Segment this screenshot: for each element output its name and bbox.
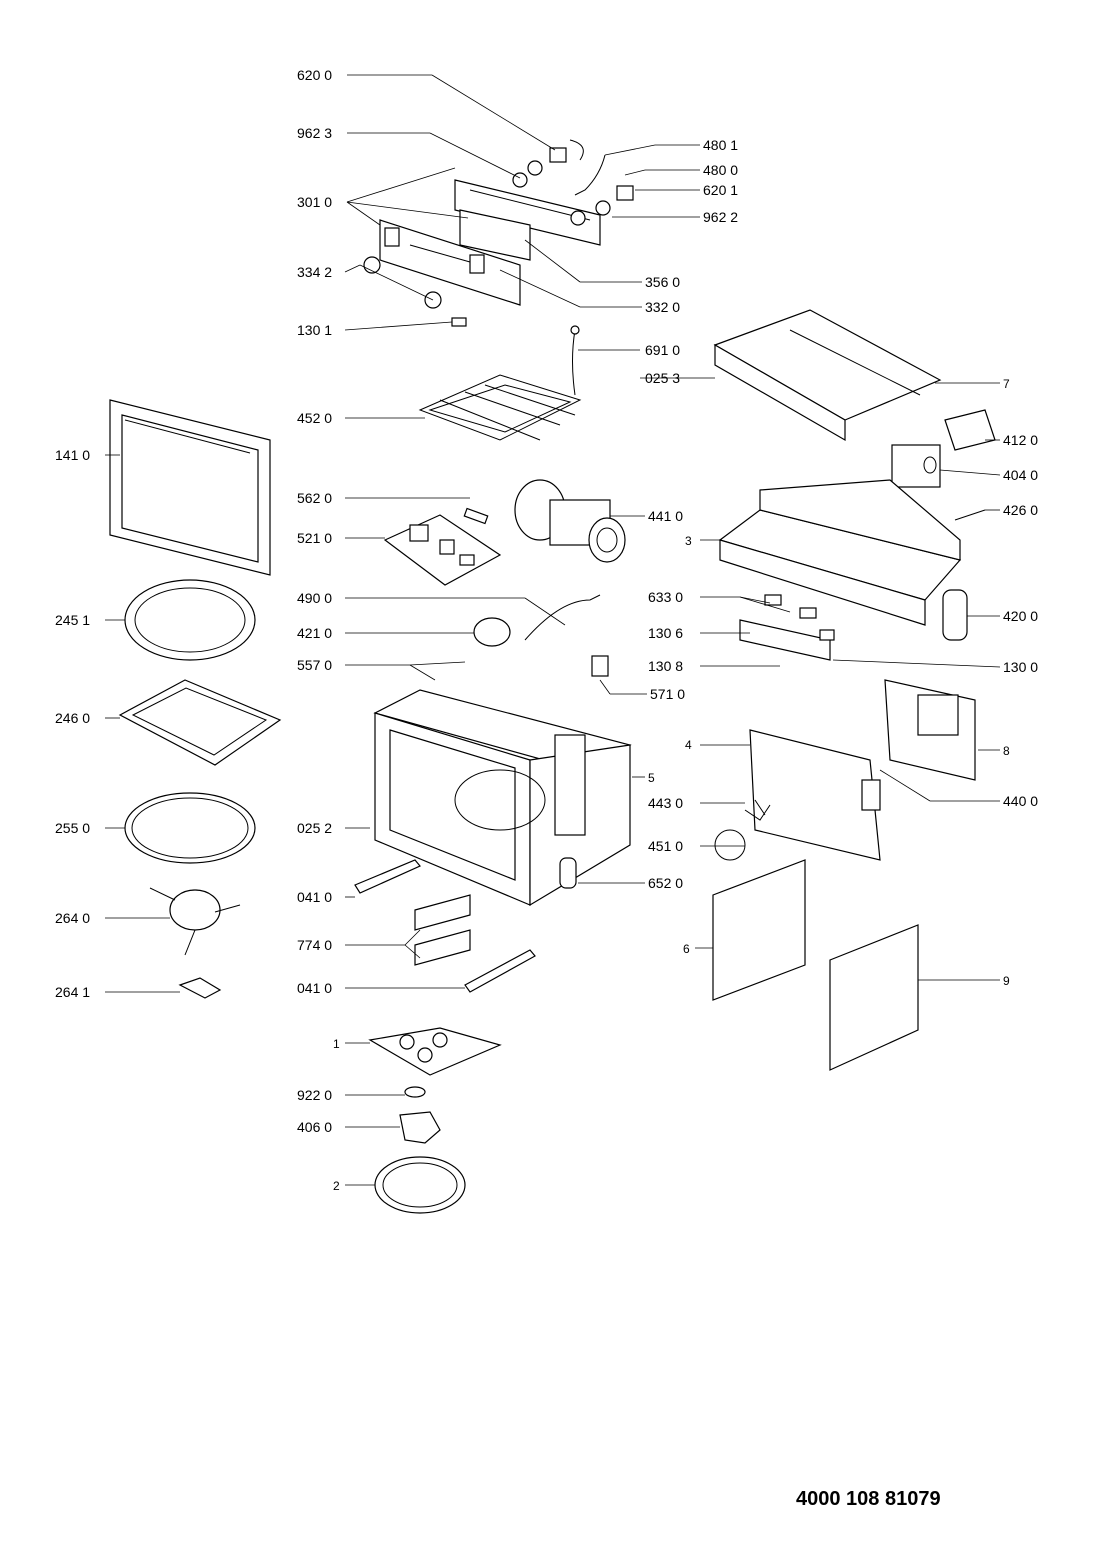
accessories <box>118 579 282 999</box>
label-562-0: 562 0 <box>297 490 332 506</box>
label-774-0: 774 0 <box>297 937 332 953</box>
magnetron-transformer <box>891 409 996 488</box>
label-4: 4 <box>685 738 692 752</box>
label-557-0: 557 0 <box>297 657 332 673</box>
label-334-2: 334 2 <box>297 264 332 280</box>
oven-cavity <box>373 689 632 907</box>
label-7: 7 <box>1003 377 1010 391</box>
label-332-0: 332 0 <box>645 299 680 315</box>
label-962-2: 962 2 <box>703 209 738 225</box>
label-451-0: 451 0 <box>648 838 683 854</box>
label-406-0: 406 0 <box>297 1119 332 1135</box>
label-041-0-upper: 041 0 <box>297 889 332 905</box>
label-246-0: 246 0 <box>55 710 90 726</box>
leader-lines <box>105 74 1001 1186</box>
label-420-0: 420 0 <box>1003 608 1038 624</box>
document-number: 4000 108 81079 <box>796 1488 941 1510</box>
label-3: 3 <box>685 534 692 548</box>
label-5: 5 <box>648 771 655 785</box>
label-301-0: 301 0 <box>297 194 332 210</box>
label-130-6: 130 6 <box>648 625 683 641</box>
side-door-assembly <box>714 679 976 861</box>
label-025-2: 025 2 <box>297 820 332 836</box>
side-panels <box>712 859 919 1071</box>
label-620-1: 620 1 <box>703 182 738 198</box>
label-480-1: 480 1 <box>703 137 738 153</box>
fan-motor-assembly <box>514 479 626 563</box>
label-571-0: 571 0 <box>650 686 685 702</box>
label-421-0: 421 0 <box>297 625 332 641</box>
label-620-0: 620 0 <box>297 67 332 83</box>
circuit-board <box>383 507 502 586</box>
label-440-0: 440 0 <box>1003 793 1038 809</box>
label-404-0: 404 0 <box>1003 467 1038 483</box>
label-130-0: 130 0 <box>1003 659 1038 675</box>
label-633-0: 633 0 <box>648 589 683 605</box>
label-452-0: 452 0 <box>297 410 332 426</box>
label-412-0: 412 0 <box>1003 432 1038 448</box>
label-130-1: 130 1 <box>297 322 332 338</box>
heating-element-grill <box>418 325 582 441</box>
top-cover-panel <box>713 309 942 442</box>
label-8: 8 <box>1003 744 1010 758</box>
label-490-0: 490 0 <box>297 590 332 606</box>
label-962-3: 962 3 <box>297 125 332 141</box>
label-264-1: 264 1 <box>55 984 90 1000</box>
label-691-0: 691 0 <box>645 342 680 358</box>
label-922-0: 922 0 <box>297 1087 332 1103</box>
label-480-0: 480 0 <box>703 162 738 178</box>
label-652-0: 652 0 <box>648 875 683 891</box>
label-6: 6 <box>683 942 690 956</box>
part-labels: 620 0 962 3 480 1 480 0 620 1 301 0 962 … <box>55 67 1038 1193</box>
label-141-0: 141 0 <box>55 447 90 463</box>
control-panel-assembly <box>363 139 634 327</box>
label-441-0: 441 0 <box>648 508 683 524</box>
label-245-1: 245 1 <box>55 612 90 628</box>
label-255-0: 255 0 <box>55 820 90 836</box>
label-426-0: 426 0 <box>1003 502 1038 518</box>
oven-door-frame <box>109 399 271 576</box>
label-2: 2 <box>333 1179 340 1193</box>
capacitor-and-switches <box>473 589 968 677</box>
label-130-8: 130 8 <box>648 658 683 674</box>
label-025-3: 025 3 <box>645 370 680 386</box>
lower-parts <box>354 857 577 1214</box>
label-443-0: 443 0 <box>648 795 683 811</box>
label-264-0: 264 0 <box>55 910 90 926</box>
label-041-0-lower: 041 0 <box>297 980 332 996</box>
label-1: 1 <box>333 1037 340 1051</box>
label-356-0: 356 0 <box>645 274 680 290</box>
chassis-base <box>718 479 986 626</box>
label-9: 9 <box>1003 974 1010 988</box>
label-521-0: 521 0 <box>297 530 332 546</box>
